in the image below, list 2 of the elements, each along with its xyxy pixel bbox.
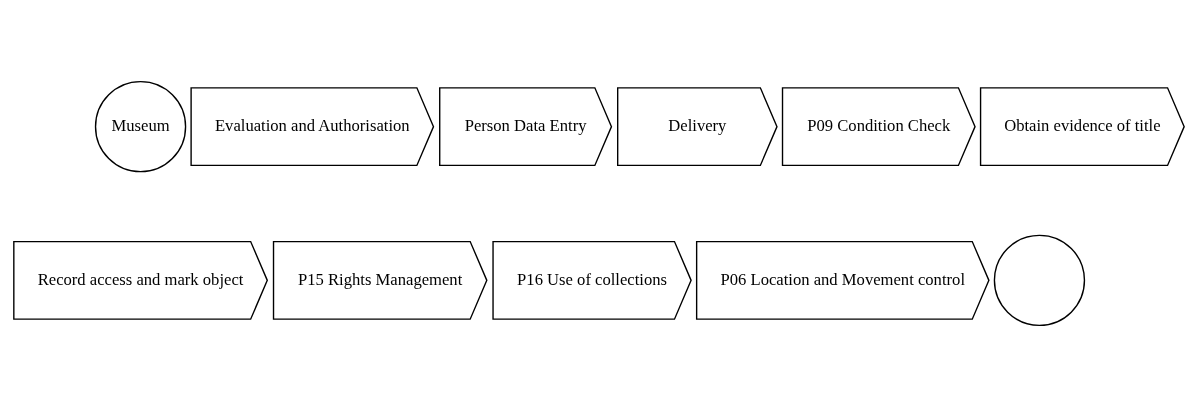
node-circle: [993, 234, 1086, 327]
node-circle: Museum: [94, 80, 187, 173]
